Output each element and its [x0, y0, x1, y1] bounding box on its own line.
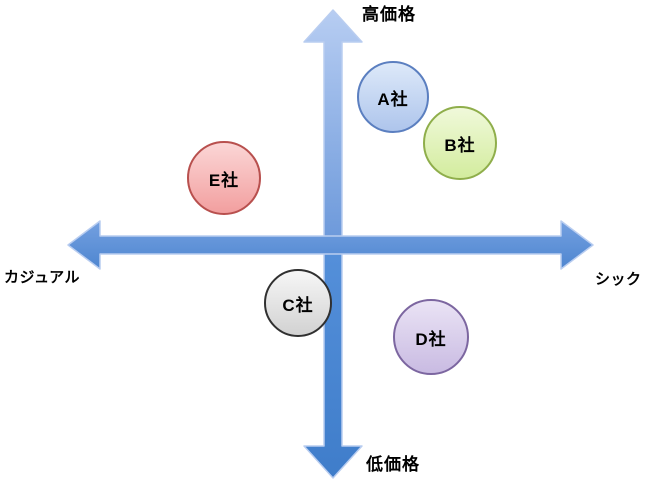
company-circle-e: E社	[187, 141, 261, 215]
axis-label-high-price: 高価格	[362, 5, 416, 24]
axis-label-low-price: 低価格	[366, 455, 420, 474]
axis-label-chic: シック	[595, 271, 642, 288]
company-circle-a: A社	[357, 61, 429, 133]
company-label: D社	[415, 329, 447, 349]
company-circle-b: B社	[423, 106, 497, 180]
company-label: B社	[444, 135, 476, 155]
horizontal-axis-double-arrow	[67, 220, 594, 270]
company-label: A社	[377, 89, 409, 109]
company-label: E社	[208, 170, 240, 190]
axis-label-casual: カジュアル	[4, 269, 81, 286]
vertical-axis-up-arrow	[303, 9, 363, 246]
vertical-axis-down-arrow	[303, 244, 363, 479]
company-label: C社	[282, 295, 314, 315]
company-circle-c: C社	[264, 269, 332, 337]
company-circle-d: D社	[393, 299, 469, 375]
